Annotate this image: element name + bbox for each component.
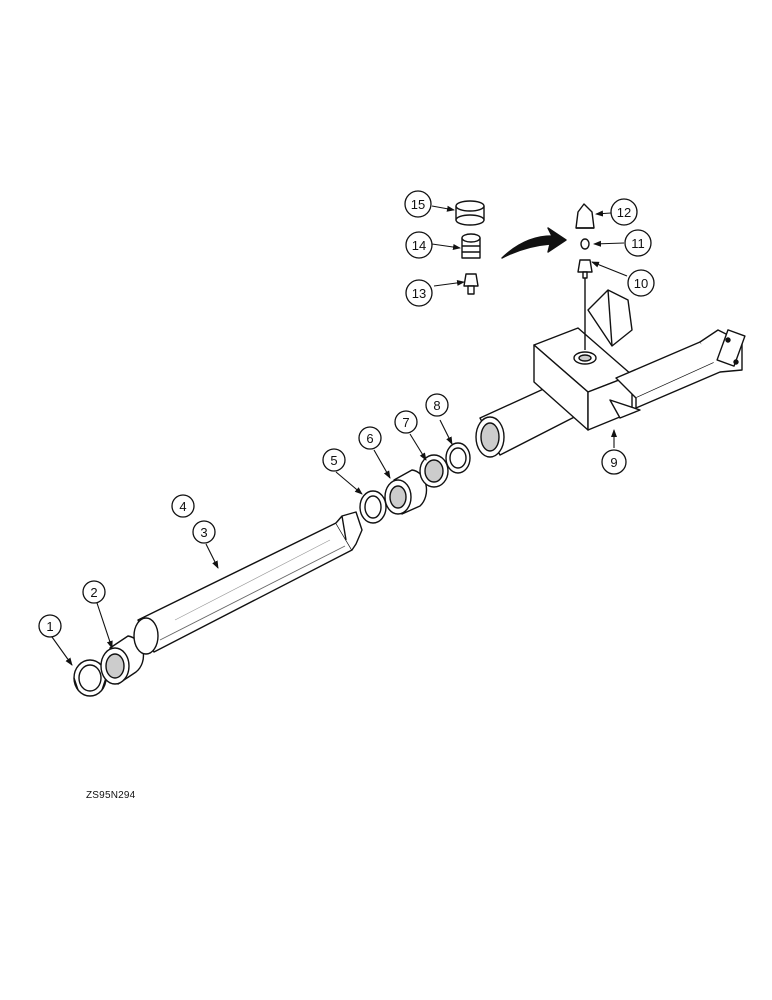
part-5-ring [359, 490, 387, 524]
svg-text:15: 15 [411, 197, 425, 212]
part-12-fitting [575, 203, 595, 229]
callout-15: 15 [404, 190, 432, 218]
svg-text:14: 14 [412, 238, 426, 253]
part-1-ring [73, 659, 107, 697]
callout-13: 13 [405, 279, 433, 307]
leader-lines [51, 205, 628, 666]
svg-text:2: 2 [90, 585, 97, 600]
part-11-ball [580, 238, 590, 250]
callout-10: 10 [627, 269, 655, 297]
svg-text:4: 4 [179, 499, 186, 514]
assembly-arrow [501, 227, 567, 259]
part-3-rod [133, 511, 363, 655]
callout-3: 3 [192, 520, 216, 544]
drawing-code: ZS95N294 [86, 790, 136, 801]
callout-14: 14 [405, 231, 433, 259]
svg-text:13: 13 [412, 286, 426, 301]
callout-9: 9 [601, 449, 627, 475]
part-7-seal [419, 454, 449, 488]
svg-text:11: 11 [631, 236, 645, 251]
callout-7: 7 [394, 410, 418, 434]
callout-8: 8 [425, 393, 449, 417]
svg-text:9: 9 [610, 455, 617, 470]
svg-text:1: 1 [46, 619, 53, 634]
svg-text:8: 8 [433, 398, 440, 413]
part-9-housing [475, 289, 746, 458]
part-6-bushing [384, 469, 428, 515]
part-10-fitting [577, 259, 593, 350]
callout-6: 6 [358, 426, 382, 450]
svg-text:10: 10 [634, 276, 648, 291]
part-14-adapter [461, 233, 481, 259]
callout-2: 2 [82, 580, 106, 604]
callout-12: 12 [610, 198, 638, 226]
part-8-ring [445, 442, 471, 474]
svg-text:5: 5 [330, 453, 337, 468]
callouts: 1 2 4 3 5 6 7 8 9 10 11 12 13 14 15 [38, 190, 655, 638]
svg-text:7: 7 [402, 415, 409, 430]
svg-text:3: 3 [200, 525, 207, 540]
part-13-fitting [463, 273, 479, 295]
svg-text:6: 6 [366, 431, 373, 446]
callout-5: 5 [322, 448, 346, 472]
svg-text:12: 12 [617, 205, 631, 220]
callout-4: 4 [171, 494, 195, 518]
part-15-cap [455, 200, 485, 226]
callout-1: 1 [38, 614, 62, 638]
callout-11: 11 [624, 229, 652, 257]
